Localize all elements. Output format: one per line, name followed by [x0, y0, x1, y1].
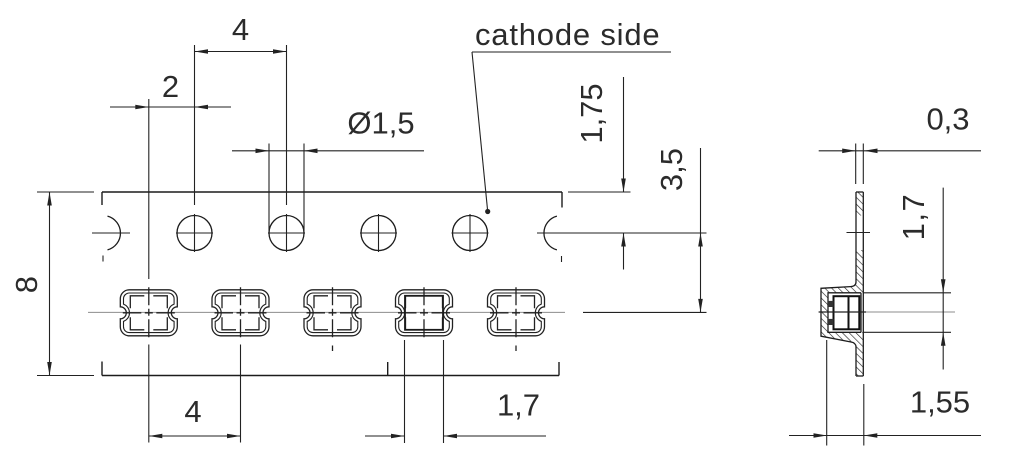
svg-text:4: 4 — [184, 394, 201, 429]
svg-text:4: 4 — [232, 12, 249, 47]
svg-text:Ø1,5: Ø1,5 — [347, 106, 414, 141]
svg-text:1,7: 1,7 — [497, 388, 540, 423]
svg-text:2: 2 — [162, 69, 179, 104]
svg-text:0,3: 0,3 — [926, 102, 969, 137]
svg-text:3,5: 3,5 — [654, 148, 689, 191]
svg-text:1,55: 1,55 — [910, 385, 970, 420]
svg-text:1,75: 1,75 — [574, 83, 609, 143]
svg-text:1,7: 1,7 — [896, 193, 931, 241]
svg-text:cathode side: cathode side — [475, 17, 660, 52]
svg-text:8: 8 — [9, 276, 44, 293]
